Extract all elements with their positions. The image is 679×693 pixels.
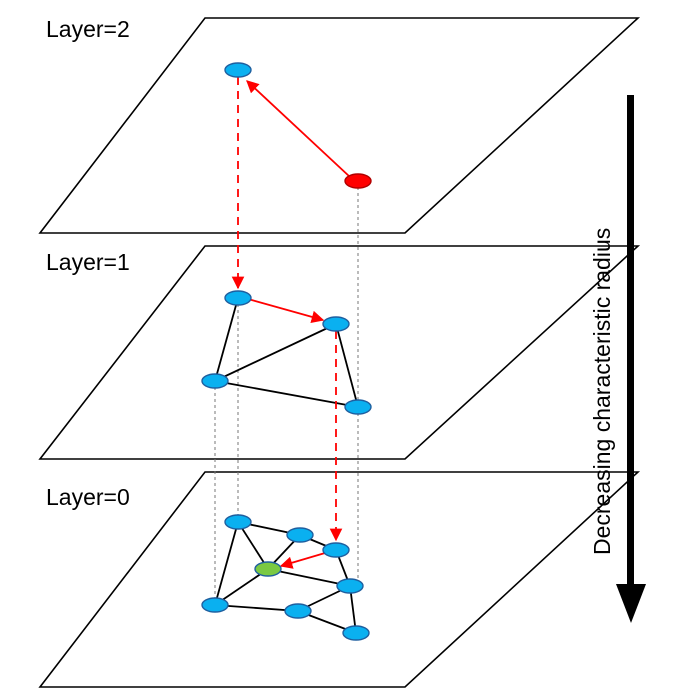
layer-1-plane	[38, 245, 641, 460]
graph-edge	[237, 521, 269, 570]
entry-point-node	[344, 173, 372, 189]
graph-edge	[214, 380, 359, 408]
search-path	[231, 77, 351, 569]
graph-edge	[349, 585, 357, 634]
radius-axis-label: Decreasing characteristic radius	[589, 228, 615, 555]
radius-arrow-shaft	[627, 95, 634, 585]
graph-node	[322, 316, 350, 332]
search-arrow	[246, 80, 351, 178]
layer-2-plane	[38, 17, 641, 234]
graph-node	[224, 514, 252, 530]
graph-node	[224, 290, 252, 306]
graph-edge	[214, 604, 299, 612]
layer-1-label: Layer=1	[46, 249, 130, 275]
graph-node	[201, 597, 229, 613]
graph-edge	[267, 568, 351, 587]
graph-edge	[214, 568, 269, 606]
radius-arrow	[616, 95, 646, 623]
graph-edge	[214, 297, 239, 382]
graph-node	[342, 625, 370, 641]
layer-1-edges	[214, 297, 359, 408]
layer-0-edges	[214, 521, 357, 634]
radius-arrow-head	[616, 584, 646, 623]
graph-node	[284, 603, 312, 619]
graph-node	[286, 527, 314, 543]
graph-node	[344, 399, 372, 415]
search-arrow	[279, 552, 326, 569]
graph-edge	[214, 323, 337, 382]
search-arrow	[247, 298, 325, 324]
projection-lines	[214, 181, 359, 605]
graph-node	[322, 542, 350, 558]
graph-edge	[214, 521, 239, 606]
layer-2-label: Layer=2	[46, 16, 130, 42]
graph-node	[201, 373, 229, 389]
layer-0-plane	[38, 471, 641, 688]
layer-0-label: Layer=0	[46, 484, 130, 510]
graph-node	[336, 578, 364, 594]
graph-edge	[335, 323, 359, 408]
target-node	[254, 561, 282, 577]
graph-node	[224, 62, 252, 78]
